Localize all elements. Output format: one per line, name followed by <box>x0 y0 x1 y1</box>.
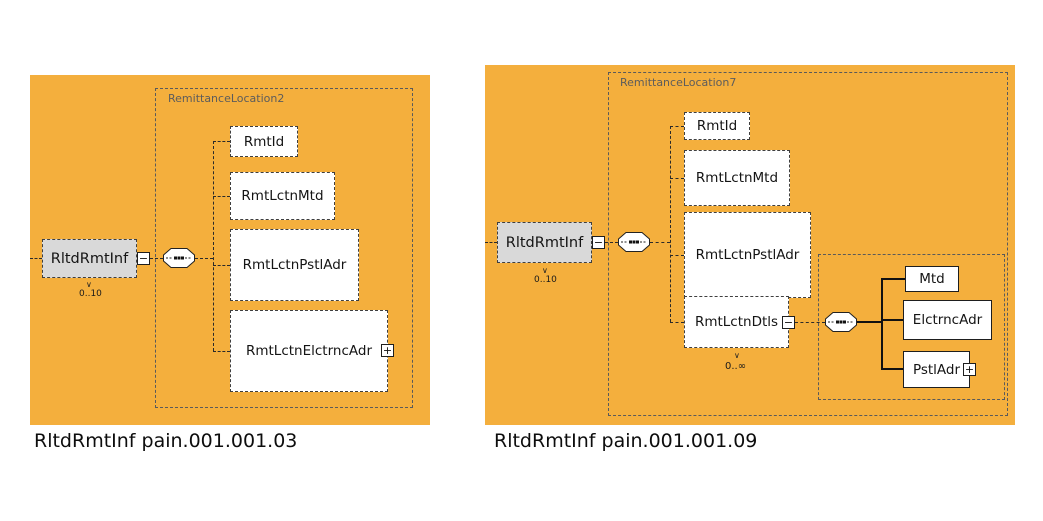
caption-pain-001-001-09: RltdRmtInf pain.001.001.09 <box>494 430 758 452</box>
collapse-toggle[interactable]: − <box>782 316 795 329</box>
expand-toggle[interactable]: + <box>963 363 976 376</box>
node-rltdrmtinf[interactable]: RltdRmtInf <box>497 222 592 263</box>
connector-line <box>670 126 684 127</box>
connector-line <box>670 178 684 179</box>
node-pstladr[interactable]: PstlAdr <box>903 351 970 388</box>
connector-line <box>857 321 883 323</box>
connector-line <box>670 255 684 256</box>
connector-line <box>485 242 497 243</box>
sequence-icon <box>618 232 650 252</box>
connector-line <box>605 242 618 243</box>
node-rmtid[interactable]: RmtId <box>684 112 750 140</box>
node-rmtlctndtls[interactable]: RmtLctnDtls <box>684 296 789 348</box>
connector-line <box>795 322 825 323</box>
group-box-remittancelocation2 <box>155 88 413 408</box>
connector-line <box>670 126 671 322</box>
connector-line <box>213 265 230 266</box>
cardinality-label: 0..∞ <box>725 361 747 372</box>
connector-line <box>213 141 230 142</box>
connector-line <box>30 258 42 259</box>
node-rltdrmtinf[interactable]: RltdRmtInf <box>42 239 137 278</box>
connector-line <box>881 368 903 370</box>
cardinality-label: 0..10 <box>79 289 102 299</box>
cardinality-marker: ∨ <box>86 280 92 289</box>
sequence-icon <box>825 312 857 332</box>
connector-line <box>213 351 230 352</box>
node-rmtlctnmtd[interactable]: RmtLctnMtd <box>230 172 335 220</box>
group-label: RemittanceLocation7 <box>620 76 737 89</box>
expand-toggle[interactable]: + <box>381 344 394 357</box>
node-rmtlctnpstladr[interactable]: RmtLctnPstlAdr <box>684 212 811 298</box>
connector-line <box>881 319 903 321</box>
cardinality-marker: ∨ <box>542 266 548 275</box>
node-rmtid[interactable]: RmtId <box>230 126 298 157</box>
node-elctrncadr[interactable]: ElctrncAdr <box>903 300 992 340</box>
connector-line <box>213 196 230 197</box>
collapse-toggle[interactable]: − <box>592 236 605 249</box>
group-box-remittance-location-details <box>818 254 1005 400</box>
connector-line <box>650 242 670 243</box>
connector-line <box>881 278 905 280</box>
cardinality-label: 0..10 <box>534 275 557 285</box>
connector-line <box>213 141 214 351</box>
node-mtd[interactable]: Mtd <box>905 266 959 292</box>
node-rmtlctnpstladr[interactable]: RmtLctnPstlAdr <box>230 229 359 301</box>
caption-pain-001-001-03: RltdRmtInf pain.001.001.03 <box>34 430 298 452</box>
node-rmtlctnelctrncadr[interactable]: RmtLctnElctrncAdr <box>230 310 388 392</box>
connector-line <box>195 258 213 259</box>
connector-line <box>150 258 163 259</box>
node-rmtlctnmtd[interactable]: RmtLctnMtd <box>684 150 790 206</box>
cardinality-marker: ∨ <box>734 351 740 360</box>
group-box-remittancelocation7 <box>608 72 1008 416</box>
connector-line <box>670 322 684 323</box>
collapse-toggle[interactable]: − <box>137 252 150 265</box>
group-label: RemittanceLocation2 <box>168 92 285 105</box>
connector-line <box>881 278 883 370</box>
sequence-icon <box>163 248 195 268</box>
